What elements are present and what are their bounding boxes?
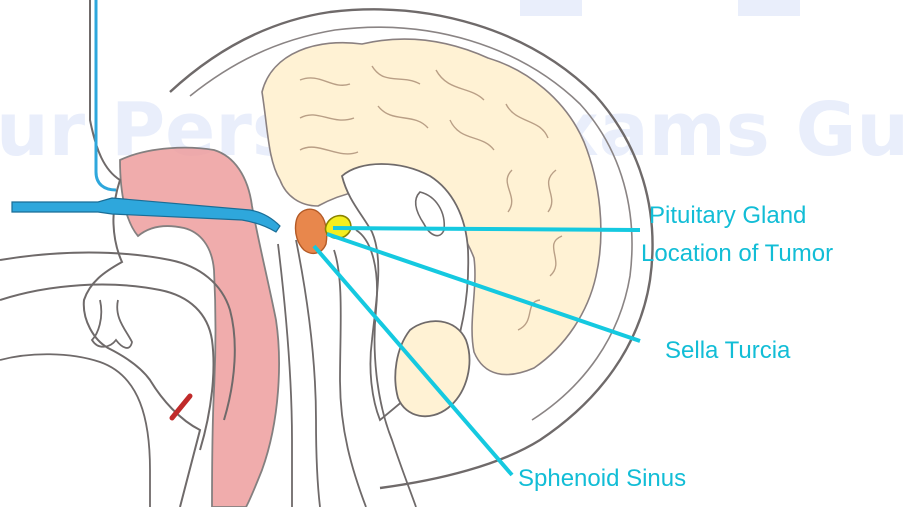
mouth-curve-outer: [0, 253, 235, 421]
nose-face-outline: [84, 0, 200, 507]
label-sella-turcica: Sella Turcia: [665, 337, 790, 365]
pointer-line-pituitary: [333, 228, 640, 230]
airway-marker: [172, 396, 190, 418]
cerebellum: [395, 321, 469, 416]
mouth-curve-inner: [0, 285, 214, 450]
label-sphenoid-sinus: Sphenoid Sinus: [518, 465, 686, 493]
sella-turcica-shape: [295, 209, 326, 253]
vertical-tube: [96, 0, 116, 190]
label-pituitary-gland: Pituitary Gland: [649, 202, 806, 230]
spinal-region: [278, 240, 320, 507]
label-location-of-tumor: Location of Tumor: [641, 240, 833, 268]
jaw-outline: [0, 354, 150, 507]
